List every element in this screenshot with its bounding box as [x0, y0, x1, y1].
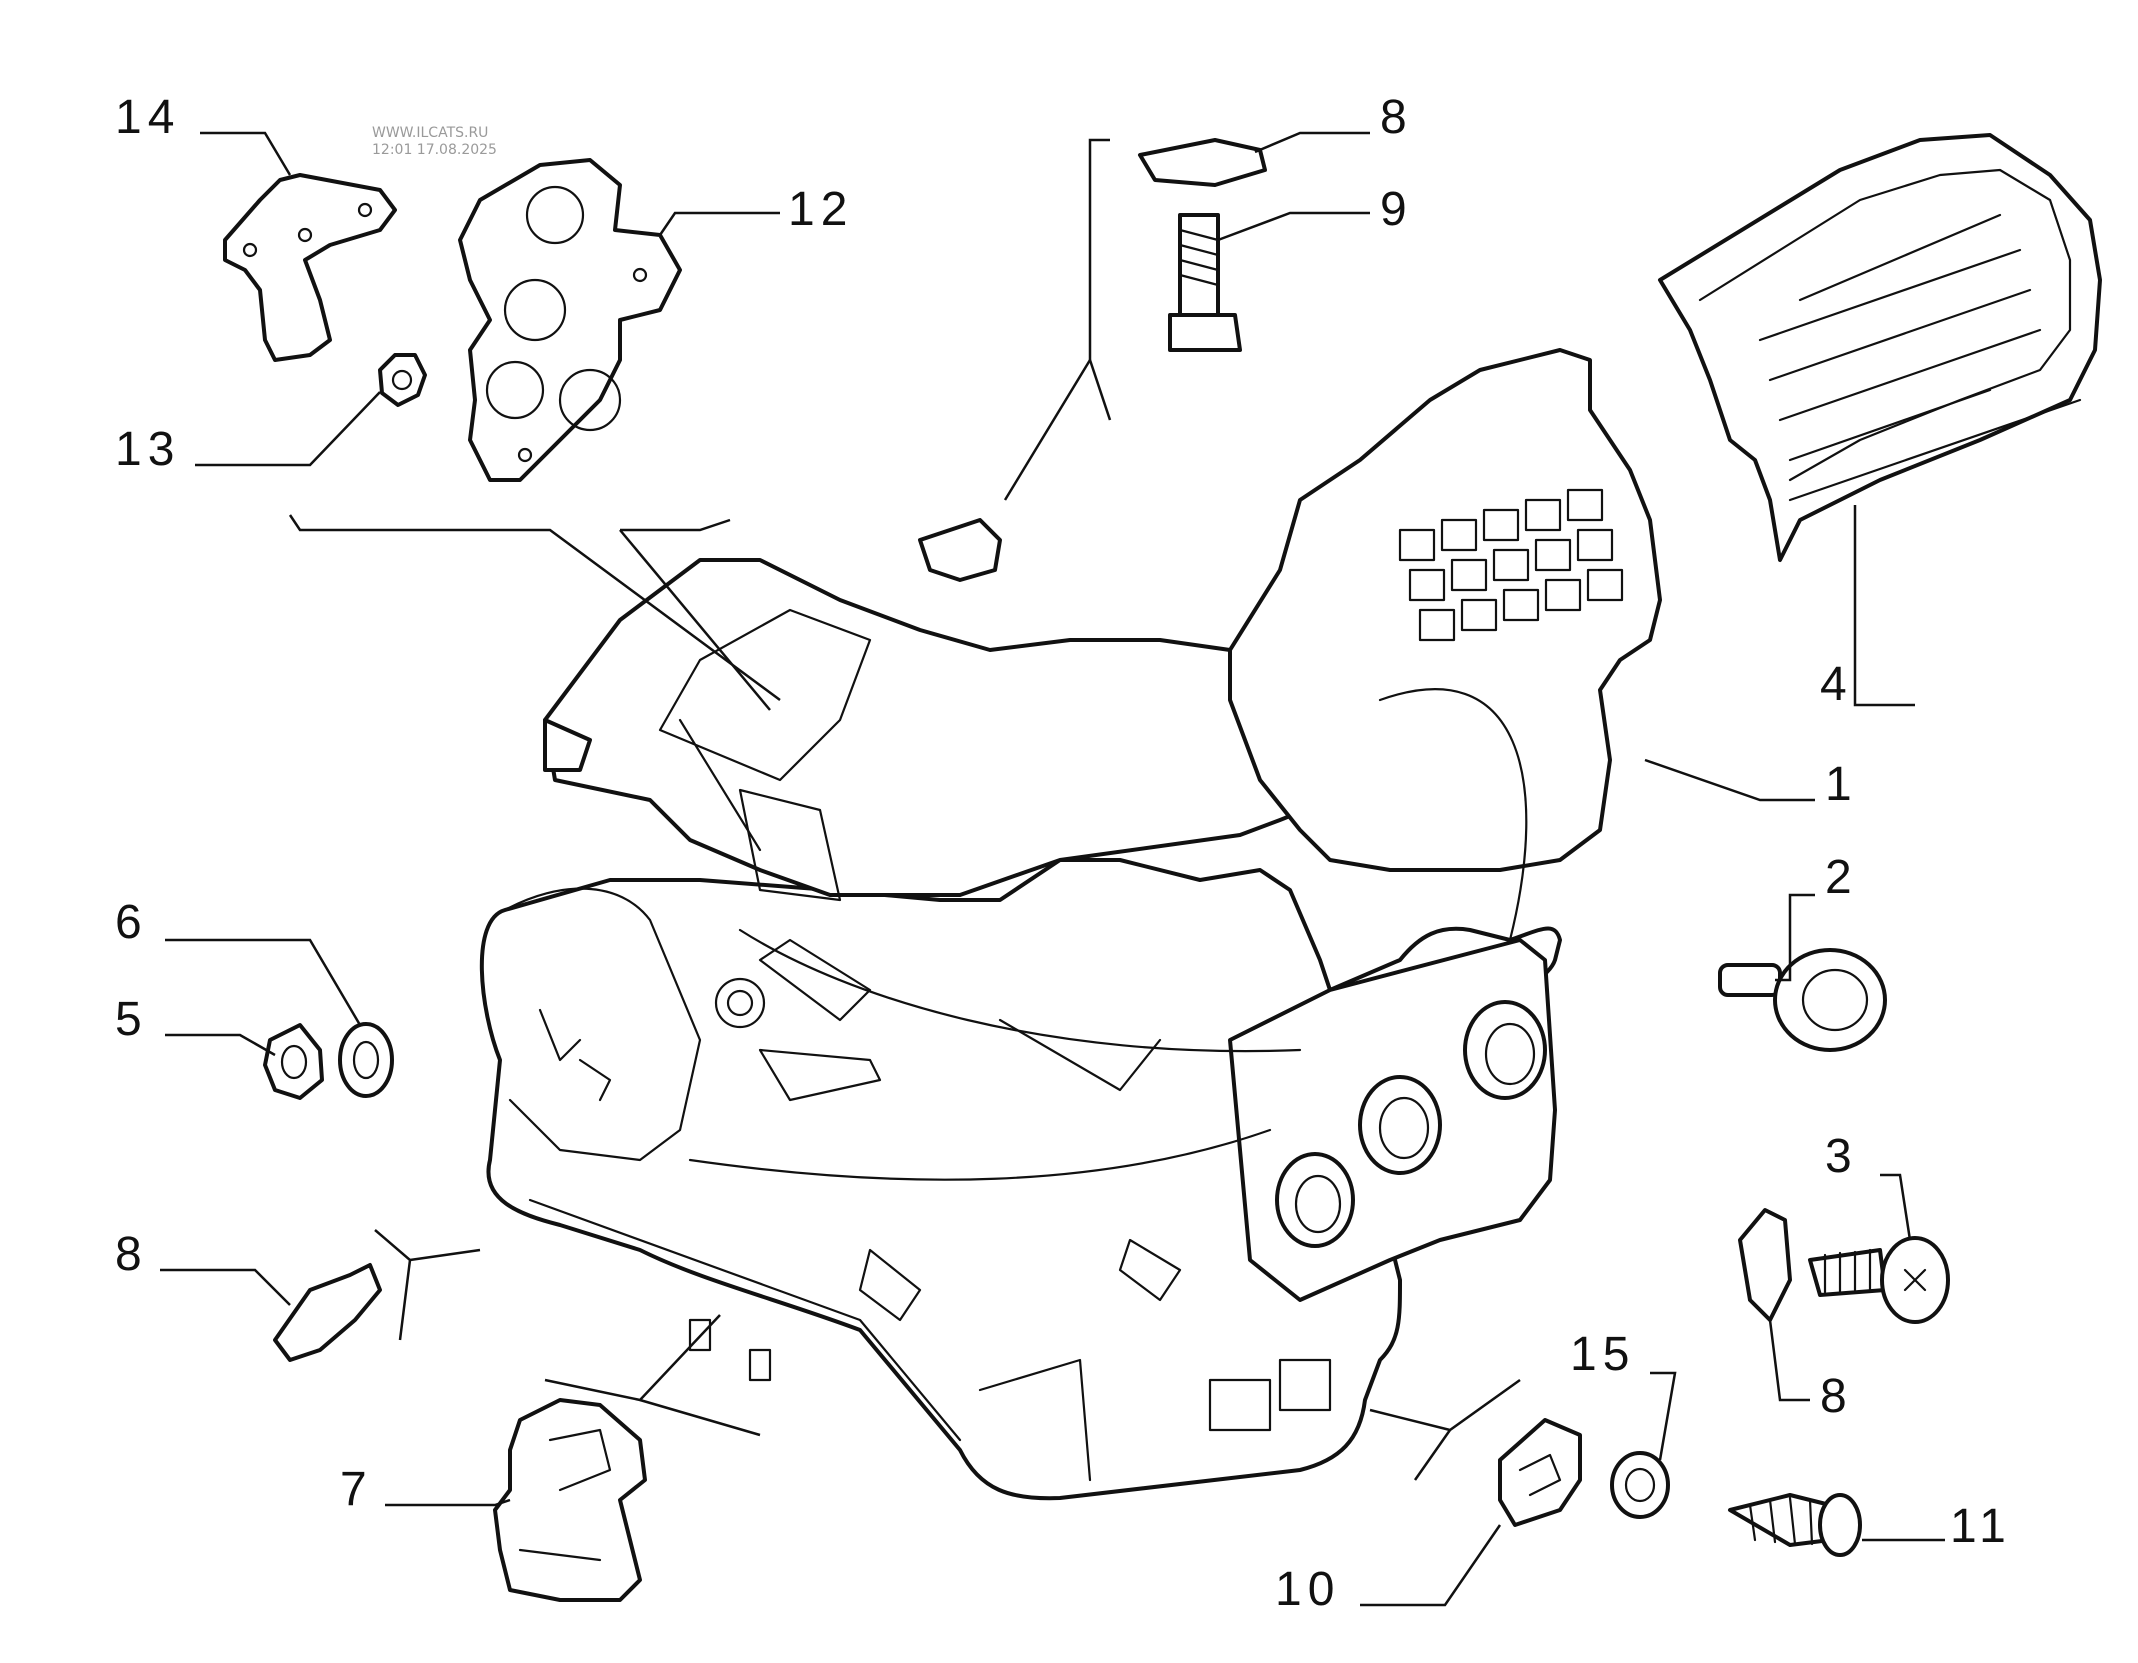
- clip-part-10[interactable]: [1498, 1418, 1582, 1527]
- screw-part-3[interactable]: [1808, 1236, 1950, 1324]
- callout-7: 7: [340, 1463, 373, 1516]
- washer-part-15[interactable]: [1610, 1451, 1670, 1519]
- bolt-part-9[interactable]: [1168, 213, 1242, 352]
- callout-5: 5: [115, 993, 148, 1046]
- bracket-part-14[interactable]: [223, 173, 397, 362]
- callout-11: 11: [1950, 1500, 2012, 1553]
- nut-part-13[interactable]: [378, 353, 427, 407]
- watermark-line-2: 12:01 17.08.2025: [372, 142, 497, 158]
- screw-part-11[interactable]: [1728, 1493, 1862, 1557]
- callout-9: 9: [1380, 183, 1413, 236]
- callout-10: 10: [1275, 1563, 1340, 1616]
- callout-3: 3: [1825, 1130, 1858, 1183]
- clip-part-8-top[interactable]: [1138, 138, 1267, 187]
- washer-part-6[interactable]: [338, 1022, 394, 1098]
- gasket-part-12[interactable]: [458, 158, 682, 482]
- callout-14: 14: [115, 91, 180, 144]
- vent-grille-part-4[interactable]: [1658, 133, 2102, 562]
- leader-lines: [160, 131, 1945, 1607]
- clip-part-8-right[interactable]: [1738, 1208, 1792, 1322]
- panel-knobs: [1275, 1000, 1547, 1248]
- callout-8-right: 8: [1820, 1370, 1853, 1423]
- callout-8-top: 8: [1380, 91, 1413, 144]
- inlet-grille: [1398, 488, 1624, 642]
- callout-13: 13: [115, 423, 180, 476]
- callout-12: 12: [788, 183, 853, 236]
- callout-4: 4: [1820, 658, 1853, 711]
- clip-part-8-left[interactable]: [273, 1263, 382, 1362]
- callout-2: 2: [1825, 851, 1858, 904]
- callout-15: 15: [1570, 1328, 1635, 1381]
- watermark-line-1: WWW.ILCATS.RU: [372, 125, 488, 141]
- callout-8-left: 8: [115, 1228, 148, 1281]
- knob-part-2[interactable]: [1718, 948, 1887, 1052]
- nut-part-5[interactable]: [263, 1023, 324, 1100]
- callout-6: 6: [115, 896, 148, 949]
- callout-1: 1: [1825, 758, 1858, 811]
- callout-numbers: 14 12 13 8 9 4 1 2 6 5 3 8 8 15 7 11 10: [115, 91, 2012, 1616]
- heater-housing-assembly[interactable]: [479, 348, 1662, 1501]
- clamp-part-7[interactable]: [493, 1398, 647, 1602]
